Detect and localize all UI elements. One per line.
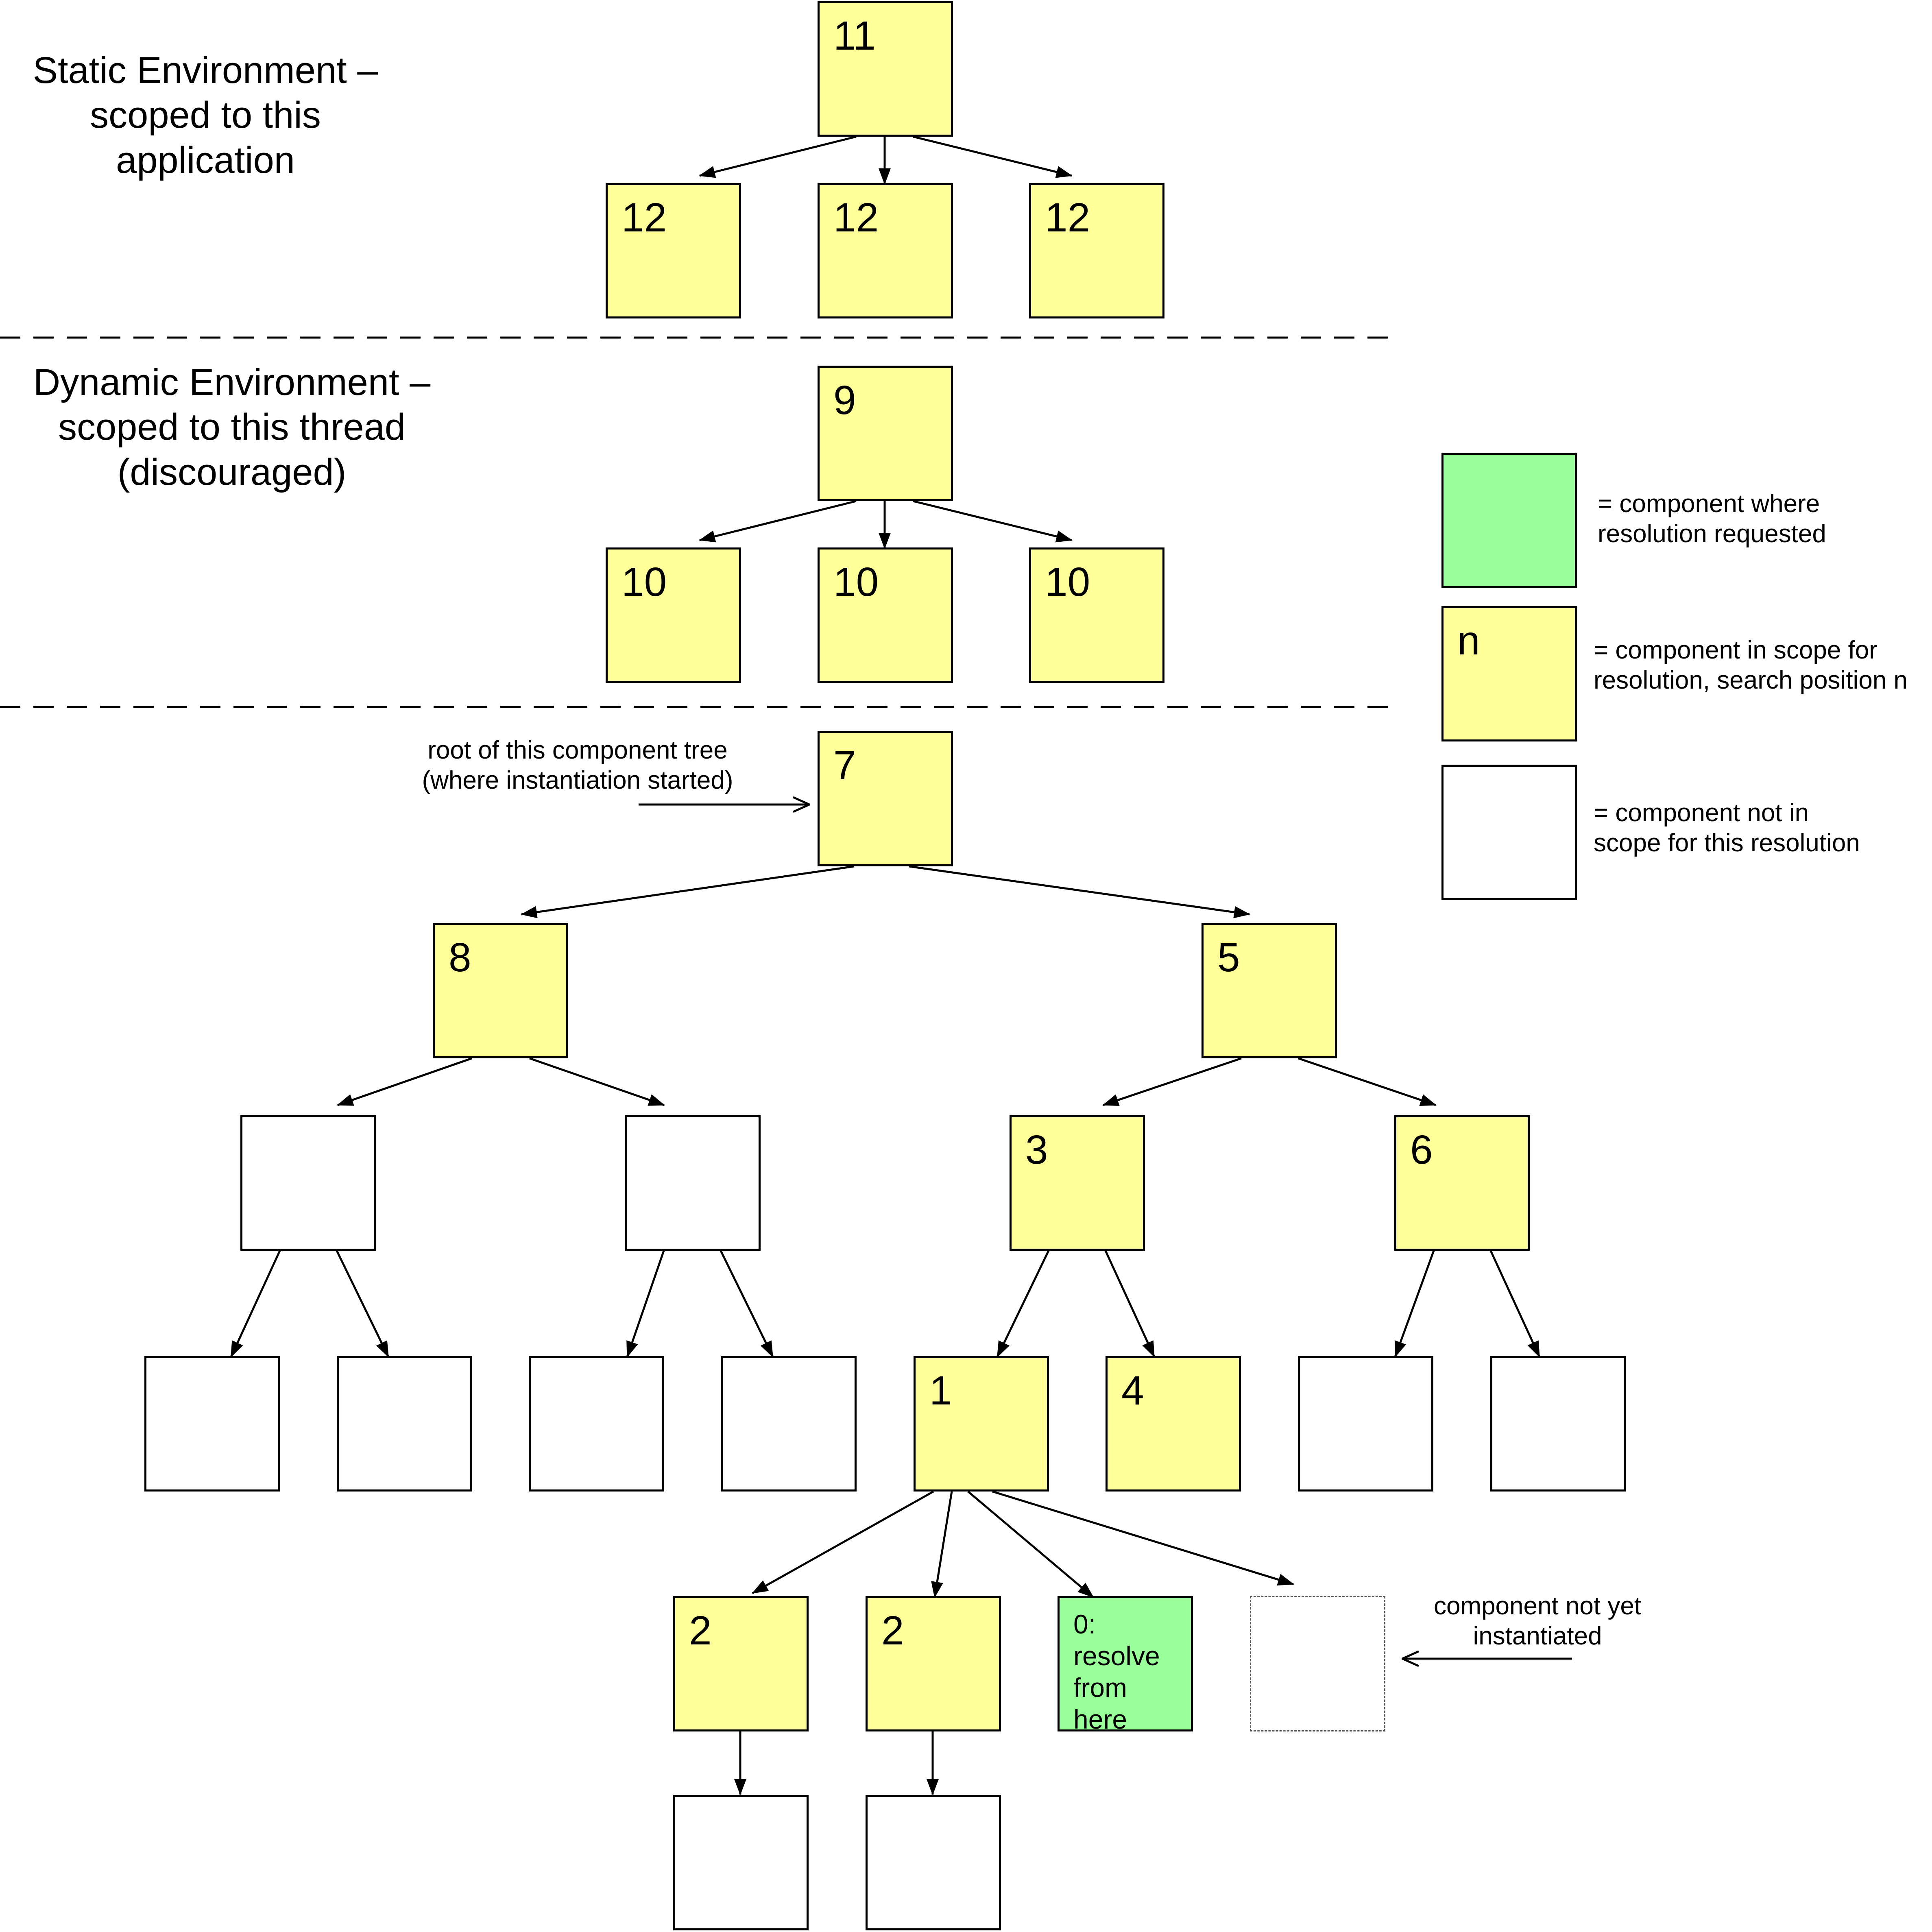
node-0-resolve-from-here: 0: resolve from here	[1058, 1596, 1193, 1734]
node-number: 10	[833, 559, 879, 605]
node-10-a: 10	[606, 547, 741, 683]
edge-w1-l1	[230, 1250, 281, 1358]
node-out-of-scope	[240, 1115, 376, 1251]
edge-6-l6	[1489, 1250, 1541, 1358]
node-out-of-scope	[337, 1356, 472, 1492]
node-10-b: 10	[818, 547, 953, 683]
node-out-of-scope	[866, 1795, 1001, 1930]
node-9: 9	[818, 366, 953, 501]
node-out-of-scope	[721, 1356, 857, 1492]
node-10-c: 10	[1029, 547, 1164, 683]
node-number: 12	[833, 195, 879, 240]
edge-9-10c	[913, 500, 1073, 543]
edge-1-2b	[931, 1491, 953, 1598]
node-number: 11	[833, 13, 876, 59]
node-8: 8	[433, 923, 568, 1058]
edge-1-0	[967, 1491, 1094, 1598]
legend-swatch-in-scope: n	[1441, 606, 1577, 741]
node-number: 10	[621, 559, 667, 605]
node-number: 0: resolve from here	[1073, 1609, 1160, 1734]
node-11: 11	[818, 1, 953, 137]
node-number: 2	[881, 1608, 904, 1653]
legend-label-in-scope: = component in scope for resolution, sea…	[1594, 636, 1908, 695]
edge-w2-l3	[626, 1250, 665, 1358]
node-number: 4	[1121, 1368, 1144, 1413]
node-not-yet-instantiated	[1250, 1596, 1385, 1731]
edge-5-6	[1298, 1057, 1437, 1106]
node-out-of-scope	[673, 1795, 809, 1930]
legend-swatch-not-in-scope	[1441, 765, 1577, 900]
node-4: 4	[1106, 1356, 1241, 1492]
node-number: 7	[833, 743, 856, 788]
node-12-b: 12	[818, 183, 953, 318]
edge-7-8	[521, 865, 855, 918]
edge-11-12a	[699, 135, 857, 178]
edge-3-4	[1104, 1250, 1156, 1358]
edge-8-w1	[337, 1057, 472, 1106]
node-12-c: 12	[1029, 183, 1164, 318]
node-out-of-scope	[144, 1356, 280, 1492]
node-out-of-scope	[529, 1356, 664, 1492]
node-number: 9	[833, 377, 856, 423]
node-number: 12	[621, 195, 667, 240]
node-12-a: 12	[606, 183, 741, 318]
node-number: 12	[1045, 195, 1090, 240]
pending-note: component not yet instantiated	[1433, 1592, 1642, 1651]
dynamic-environment-label: Dynamic Environment – scoped to this thr…	[33, 362, 431, 493]
legend-swatch-requested	[1441, 453, 1577, 588]
node-2-a: 2	[673, 1596, 809, 1731]
node-number: 5	[1217, 935, 1240, 980]
legend-marker: n	[1457, 618, 1480, 663]
node-out-of-scope	[1298, 1356, 1433, 1492]
legend-label-requested: = component where resolution requested	[1598, 490, 1826, 548]
node-out-of-scope	[625, 1115, 761, 1251]
edge-1-2a	[752, 1490, 934, 1594]
edge-w2-l4	[720, 1250, 774, 1358]
node-1: 1	[914, 1356, 1049, 1492]
edge-5-3	[1102, 1057, 1242, 1106]
edge-6-l5	[1394, 1250, 1435, 1358]
node-number: 3	[1025, 1127, 1048, 1173]
node-number: 10	[1045, 559, 1090, 605]
edge-9-10a	[699, 500, 857, 543]
node-out-of-scope	[1490, 1356, 1626, 1492]
edge-3-1	[996, 1250, 1050, 1358]
edge-w1-l2	[336, 1250, 390, 1358]
node-7-tree-root: 7	[818, 731, 953, 866]
edge-1-pending	[992, 1490, 1294, 1586]
node-number: 8	[449, 935, 471, 980]
node-6: 6	[1394, 1115, 1530, 1251]
static-environment-label: Static Environment – scoped to this appl…	[33, 50, 378, 181]
edge-11-12c	[913, 135, 1073, 178]
node-number: 2	[689, 1608, 712, 1653]
edge-7-5	[909, 865, 1250, 918]
node-5: 5	[1202, 923, 1337, 1058]
edge-8-w2	[529, 1057, 665, 1106]
node-number: 1	[929, 1368, 952, 1413]
node-number: 6	[1410, 1127, 1433, 1173]
node-2-b: 2	[866, 1596, 1001, 1731]
node-3: 3	[1010, 1115, 1145, 1251]
legend-label-not-in-scope: = component not in scope for this resolu…	[1594, 799, 1860, 857]
root-note: root of this component tree (where insta…	[422, 736, 733, 795]
